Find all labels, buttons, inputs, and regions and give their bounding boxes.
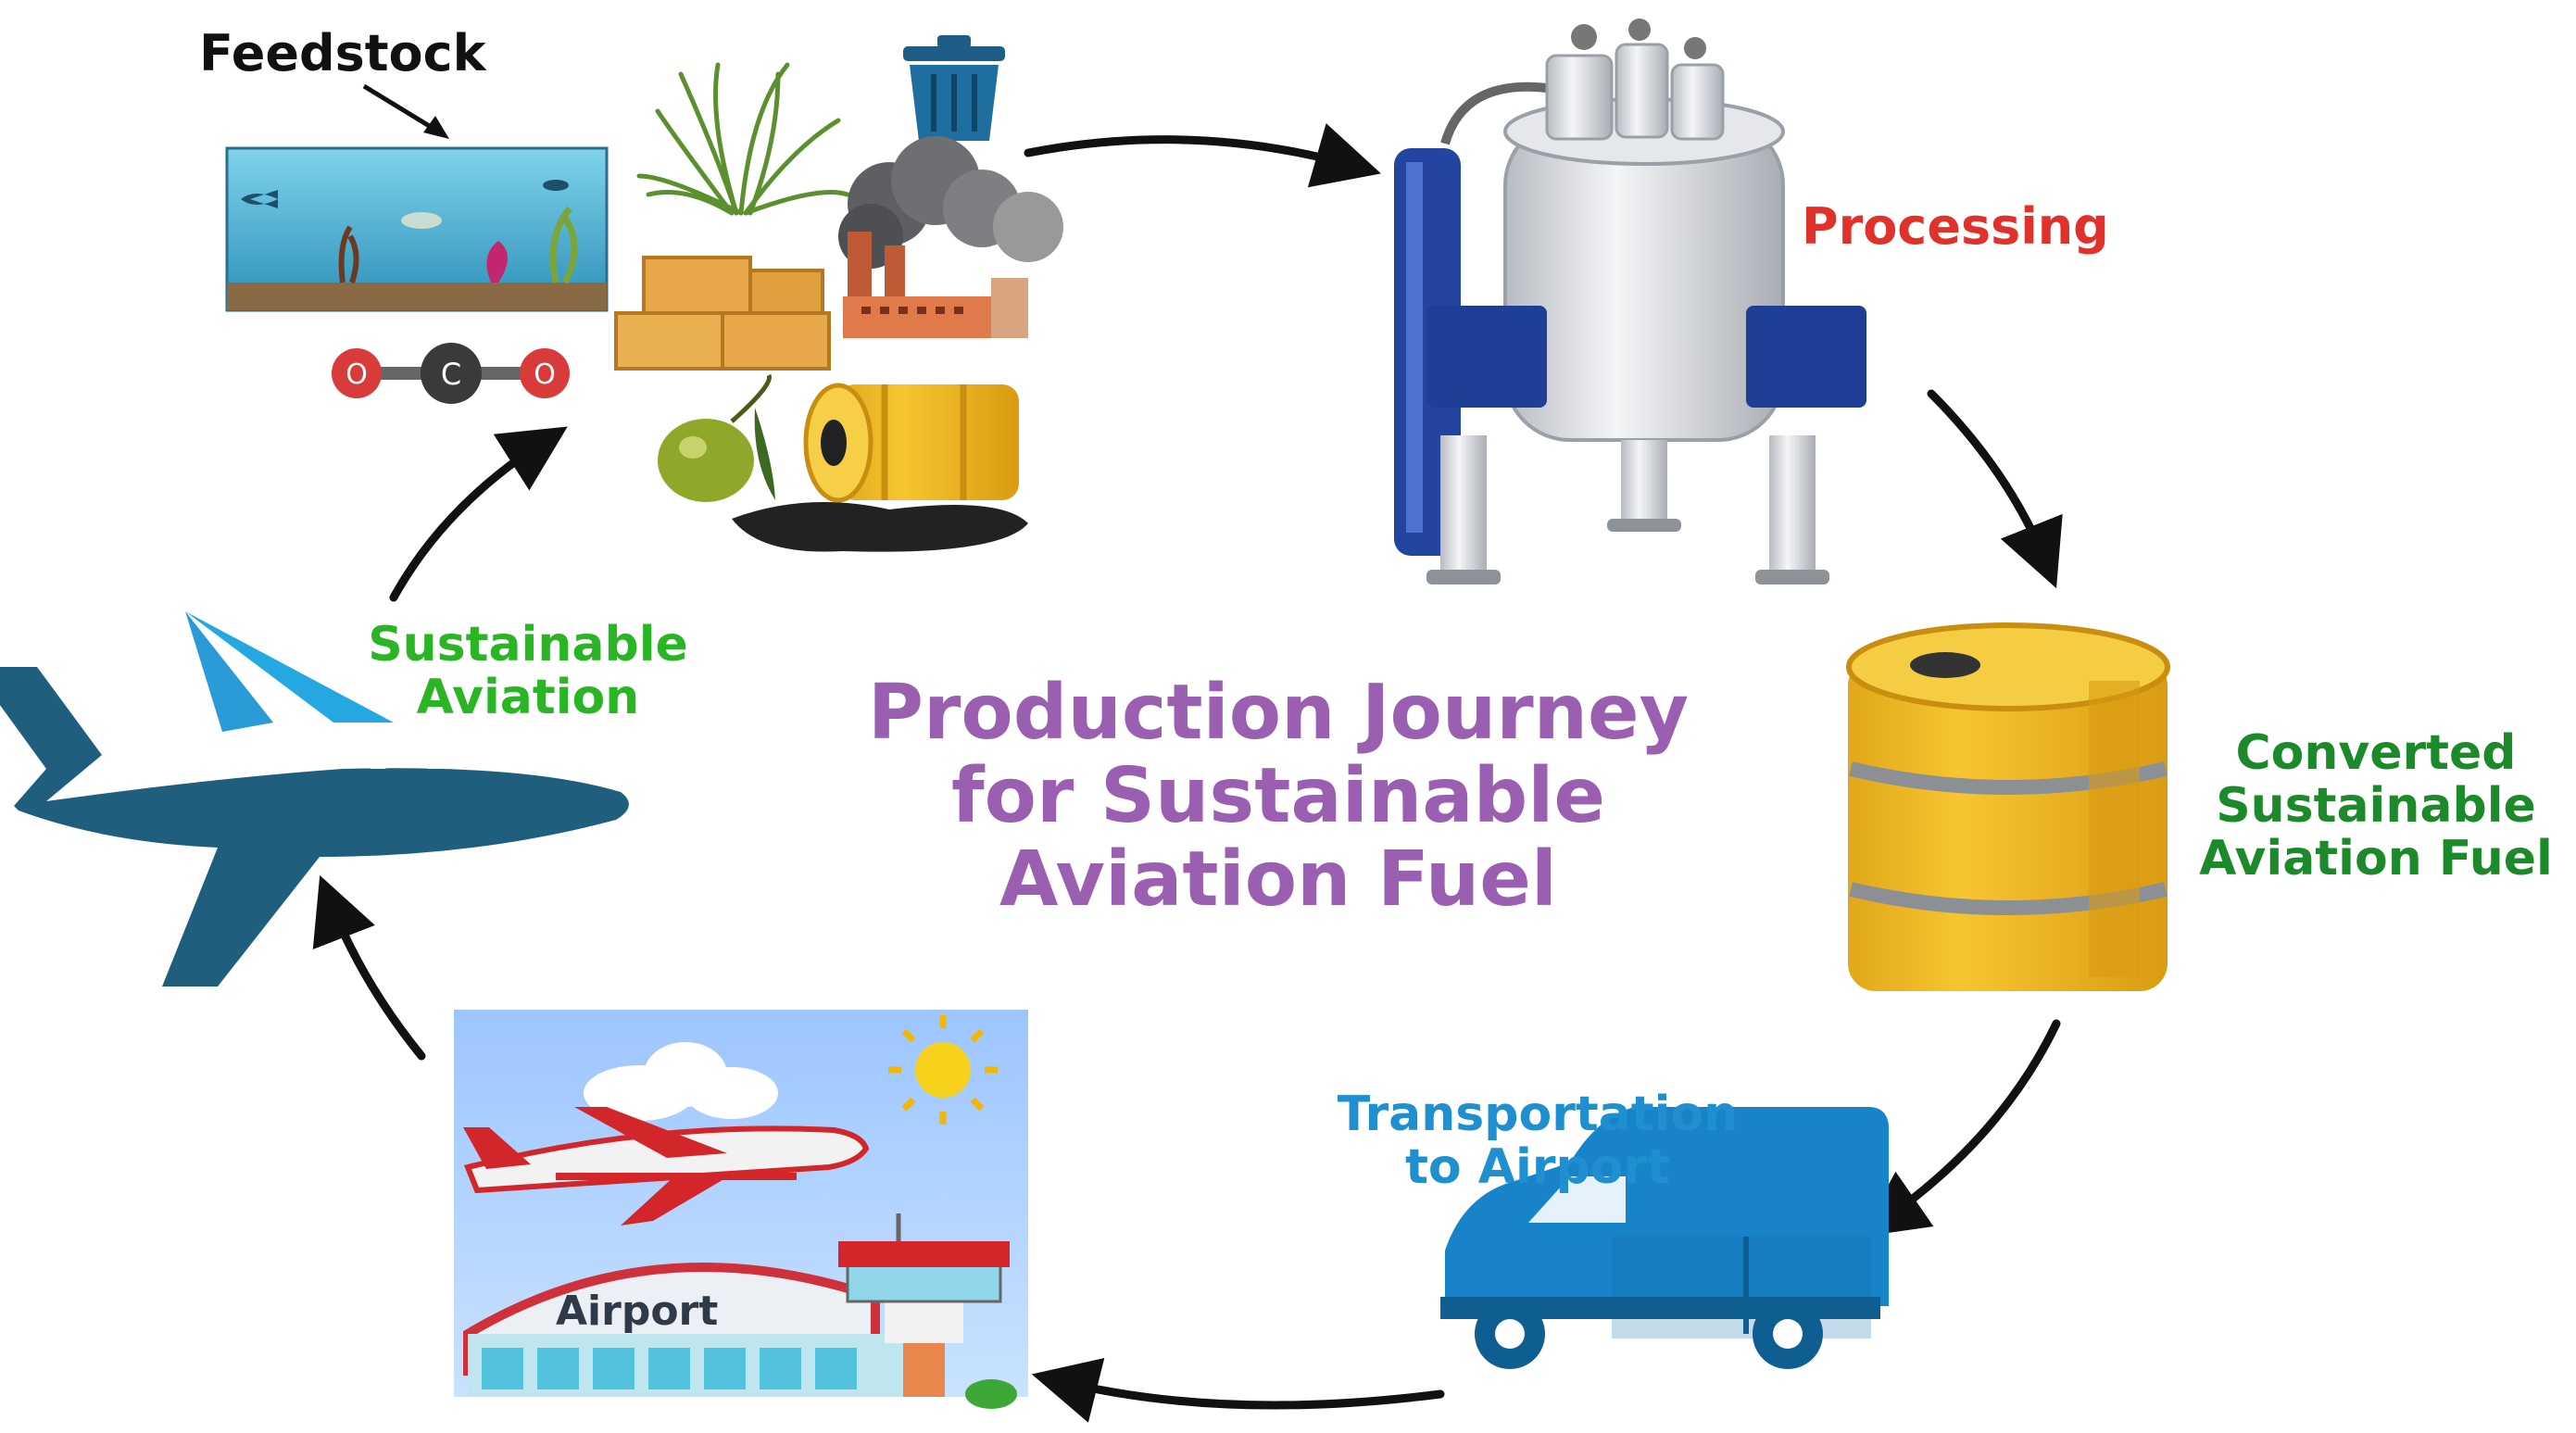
oil-barrel-spill-icon [732, 383, 1028, 552]
title-line-2: for Sustainable [950, 752, 1605, 841]
trash-bin-icon [903, 35, 1005, 141]
sun-icon [888, 1015, 998, 1125]
co2-molecule-icon: O C O [332, 343, 570, 404]
airport-scene-icon [454, 1010, 1028, 1409]
sustainable-aviation-label: Sustainable Aviation [343, 617, 713, 726]
arrow-van-to-airport [1031, 1357, 1445, 1423]
converted-fuel-label: Converted Sustainable Aviation Fuel [2191, 725, 2561, 887]
diagram-title: Production Journey for Sustainable Aviat… [787, 669, 1769, 924]
arrow-barrel-to-van [1859, 1019, 2061, 1238]
co2-atom-c: C [441, 357, 461, 392]
transportation-label: Transportation to Airport [1315, 1087, 1760, 1196]
feedstock-label: Feedstock [199, 24, 486, 82]
aviation-line-2: Aviation [416, 670, 640, 726]
olive-icon [658, 373, 775, 502]
arrow-feedstock-to-processing [1024, 123, 1381, 188]
converted-line-1: Converted [2235, 725, 2517, 781]
transport-line-1: Transportation [1337, 1087, 1739, 1142]
fuel-barrel-icon [1846, 622, 2170, 991]
converted-line-2: Sustainable [2216, 778, 2536, 835]
reactor-icon [1394, 19, 1866, 585]
hay-bales-icon [614, 256, 831, 371]
arrow-airport-to-plane [312, 874, 426, 1061]
factory-smoke-icon [838, 136, 1063, 338]
cycle-arrows [312, 123, 2063, 1423]
cloud-icon [584, 1042, 778, 1121]
converted-line-3: Aviation Fuel [2199, 831, 2553, 887]
processing-label: Processing [1802, 197, 2109, 256]
title-line-3: Aviation Fuel [999, 836, 1558, 924]
co2-atom-o2: O [534, 358, 556, 391]
arrow-processing-to-barrel [1927, 389, 2063, 589]
transport-line-2: to Airport [1405, 1139, 1670, 1196]
co2-atom-o1: O [346, 358, 368, 391]
control-tower [838, 1213, 1010, 1397]
jet-icon [463, 1107, 870, 1226]
airplane-icon [0, 611, 629, 987]
grass-icon [636, 62, 850, 216]
arrow-plane-to-feedstock [389, 426, 568, 602]
aviation-line-1: Sustainable [368, 617, 688, 673]
aquarium-icon [225, 146, 609, 312]
airport-sign: Airport [556, 1288, 719, 1335]
feedstock-pointer-arrow [362, 83, 449, 139]
delivery-van-icon [1440, 1107, 1889, 1369]
title-line-1: Production Journey [867, 669, 1690, 757]
